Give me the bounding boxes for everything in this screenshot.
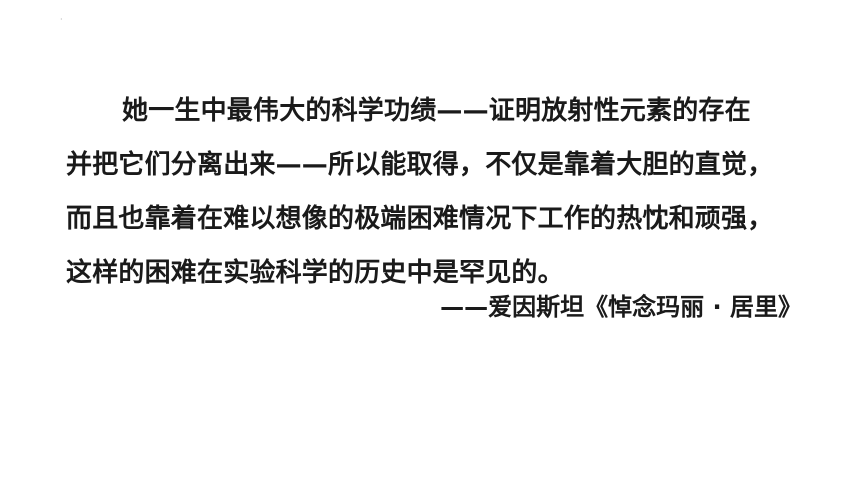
quote-line-3: 而且也靠着在难以想像的极端困难情况下工作的热忱和顽强，	[66, 204, 774, 234]
corner-dot-mark: ·	[60, 15, 63, 24]
quote-line-4: 这样的困难在实验科学的历史中是罕见的。	[66, 258, 564, 288]
quote-attribution: ——爱因斯坦《悼念玛丽 · 居里》	[440, 293, 802, 321]
quote-line-1: 她一生中最伟大的科学功绩——证明放射性元素的存在	[122, 96, 751, 126]
quote-paragraph: 她一生中最伟大的科学功绩——证明放射性元素的存在 并把它们分离出来——所以能取得…	[66, 84, 836, 300]
quote-line-2: 并把它们分离出来——所以能取得，不仅是靠着大胆的直觉，	[66, 150, 774, 180]
